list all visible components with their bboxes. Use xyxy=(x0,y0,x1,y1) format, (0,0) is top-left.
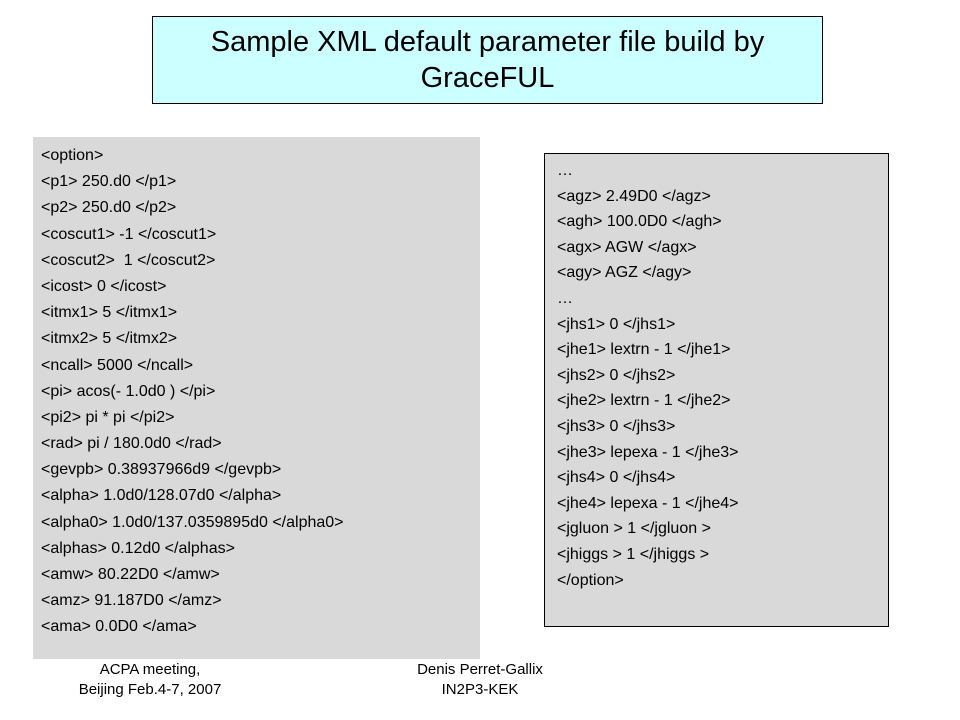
footer-meeting-date: Beijing Feb.4-7, 2007 xyxy=(78,681,222,698)
code-line: <agh> 100.0D0 </agh> xyxy=(557,213,722,231)
code-line: <rad> pi / 180.0d0 </rad> xyxy=(41,435,222,453)
code-line: <icost> 0 </icost> xyxy=(41,277,167,295)
code-line: <amz> 91.187D0 </amz> xyxy=(41,592,222,610)
code-line: <option> xyxy=(41,147,104,164)
code-line: <jhs3> 0 </jhs3> xyxy=(557,417,676,435)
code-line: <itmx1> 5 </itmx1> xyxy=(41,304,178,322)
code-line: <alpha0> 1.0d0/137.0359895d0 </alpha0> xyxy=(41,513,344,531)
footer-author-name: Denis Perret-Gallix xyxy=(417,661,543,678)
code-line: <agy> AGZ </agy> xyxy=(557,264,692,282)
code-line: <jhe2> lextrn - 1 </jhe2> xyxy=(557,392,731,410)
code-line: <jhiggs > 1 </jhiggs > xyxy=(557,545,710,563)
code-line: … xyxy=(557,289,573,307)
code-line: <jhs4> 0 </jhs4> xyxy=(557,469,676,487)
code-line: <jhs2> 0 </jhs2> xyxy=(557,366,676,384)
code-line: <jhe3> lepexa - 1 </jhe3> xyxy=(557,443,739,461)
code-line: <coscut1> -1 </coscut1> xyxy=(41,225,217,243)
code-line: <p2> 250.d0 </p2> xyxy=(41,199,177,217)
left-code-panel: <option> <p1> 250.d0 </p1> <p2> 250.d0 <… xyxy=(33,137,480,659)
code-line: <gevpb> 0.38937966d9 </gevpb> xyxy=(41,461,282,479)
code-line: <itmx2> 5 </itmx2> xyxy=(41,330,178,348)
code-line: <jgluon > 1 </jgluon > xyxy=(557,520,711,538)
footer-author-affiliation: IN2P3-KEK xyxy=(441,681,519,698)
code-line: <jhs1> 0 </jhs1> xyxy=(557,315,676,333)
code-line: <agz> 2.49D0 </agz> xyxy=(557,187,711,205)
code-line: <ncall> 5000 </ncall> xyxy=(41,356,194,374)
slide-title-box: Sample XML default parameter file build … xyxy=(152,16,823,104)
code-line: <jhe4> lepexa - 1 </jhe4> xyxy=(557,494,739,512)
code-line: <alphas> 0.12d0 </alphas> xyxy=(41,539,235,557)
code-line: <pi> acos(- 1.0d0 ) </pi> xyxy=(41,382,216,400)
code-line: <ama> 0.0D0 </ama> xyxy=(41,618,197,636)
code-line: <coscut2> 1 </coscut2> xyxy=(41,251,216,269)
code-line: … xyxy=(557,162,573,179)
code-line: <p1> 250.d0 </p1> xyxy=(41,173,177,191)
right-code-panel: … <agz> 2.49D0 </agz> <agh> 100.0D0 </ag… xyxy=(544,153,889,627)
code-line: <pi2> pi * pi </pi2> xyxy=(41,408,175,426)
footer-meeting-name: ACPA meeting, xyxy=(99,661,201,678)
code-line: <amw> 80.22D0 </amw> xyxy=(41,566,220,583)
footer-author-info: Denis Perret-Gallix IN2P3-KEK xyxy=(380,660,580,700)
slide-title: Sample XML default parameter file build … xyxy=(210,26,765,94)
code-line: <agx> AGW </agx> xyxy=(557,238,697,256)
code-line: </option> xyxy=(557,571,624,589)
code-line: <alpha> 1.0d0/128.07d0 </alpha> xyxy=(41,487,282,505)
footer-meeting-info: ACPA meeting, Beijing Feb.4-7, 2007 xyxy=(30,660,270,700)
code-line: <jhe1> lextrn - 1 </jhe1> xyxy=(557,341,731,359)
